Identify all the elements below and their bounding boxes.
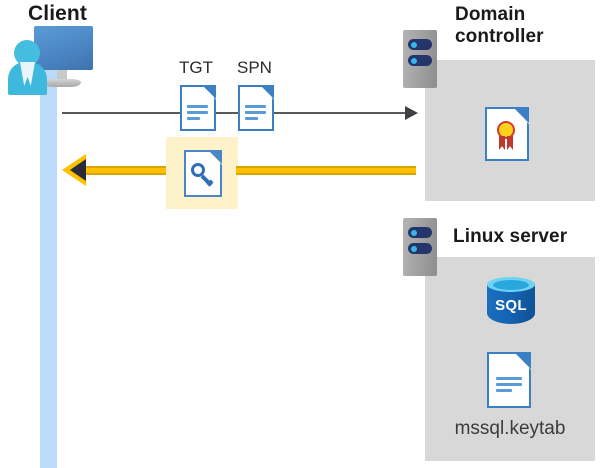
server-icon: [403, 218, 437, 276]
linux-server-label: Linux server: [453, 226, 568, 247]
document-icon: [180, 85, 216, 131]
request-arrow-line: [62, 112, 407, 114]
document-lines: [187, 105, 208, 123]
spn-label: SPN: [237, 58, 272, 77]
domain-controller-label: Domain controller: [455, 4, 595, 48]
document-page: [487, 352, 531, 408]
server-bay-1: [408, 39, 432, 50]
user-workstation-icon: [8, 26, 94, 98]
sql-cylinder-top-inner: [493, 280, 529, 290]
domain-controller-label-line2: controller: [455, 25, 544, 47]
person-collar: [20, 62, 35, 86]
monitor-screen: [34, 26, 93, 70]
server-led-icon: [411, 229, 417, 236]
keytab-filename-label: mssql.keytab: [454, 418, 566, 439]
server-led-icon: [411, 245, 417, 252]
document-page: [238, 85, 274, 131]
server-bay-2: [408, 243, 432, 254]
response-arrow-head-inner-icon: [70, 159, 86, 181]
server-led-icon: [411, 57, 417, 64]
sql-label: SQL: [495, 297, 527, 314]
document-icon: [238, 85, 274, 131]
certificate-document-icon: [485, 107, 529, 161]
certificate-ribbon-left: [499, 136, 505, 150]
server-led-icon: [411, 41, 417, 48]
sql-database-icon: SQL: [487, 277, 535, 331]
document-lines: [245, 105, 266, 123]
domain-controller-label-line1: Domain: [455, 4, 526, 25]
key-icon: [191, 163, 215, 187]
person-head: [14, 40, 40, 66]
server-bay-1: [408, 227, 432, 238]
client-label: Client: [28, 2, 87, 25]
response-arrow-line-right: [236, 166, 416, 175]
server-icon: [403, 30, 437, 88]
key-document-icon: [184, 150, 222, 197]
tgt-label: TGT: [179, 58, 213, 77]
key-ring: [191, 163, 205, 177]
certificate-seal-icon: [497, 121, 515, 139]
server-bay-2: [408, 55, 432, 66]
response-arrow-line-left: [84, 166, 168, 175]
document-lines: [496, 377, 522, 395]
client-lifeline: [40, 62, 57, 468]
request-arrow-head-icon: [405, 106, 418, 120]
certificate-ribbon-right: [507, 136, 513, 150]
document-icon: [487, 352, 531, 408]
monitor-base: [43, 79, 81, 87]
monitor-neck: [57, 70, 67, 80]
